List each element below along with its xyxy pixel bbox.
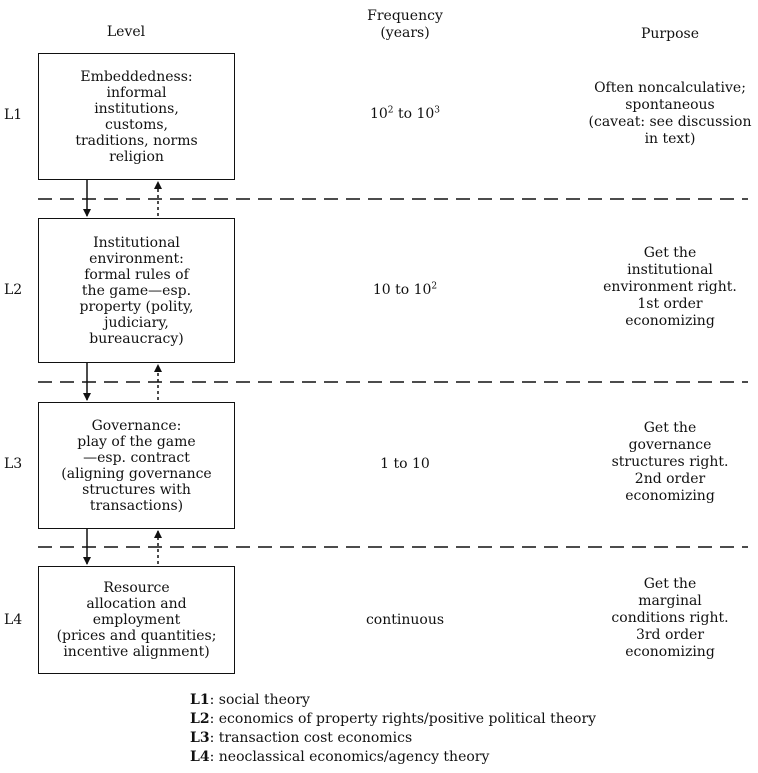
- header-frequency-line2: (years): [380, 25, 430, 41]
- level-label-l4: L4: [4, 612, 23, 628]
- frequency-l4: continuous: [365, 612, 445, 628]
- box-line: bureaucracy): [89, 330, 184, 347]
- box-line: customs,: [104, 116, 168, 133]
- box-line: Governance:: [91, 417, 182, 434]
- box-line: incentive alignment): [63, 644, 210, 660]
- box-line: Institutional: [93, 234, 180, 251]
- level-box-l3: Governance: play of the game —esp. contr…: [38, 402, 235, 529]
- box-line: formal rules of: [84, 266, 189, 283]
- box-line: transactions): [89, 497, 184, 514]
- legend-item: L4: neoclassical economics/agency theory: [190, 749, 490, 765]
- legend-item: L2: economics of property rights/positiv…: [190, 711, 597, 727]
- box-line: traditions, norms: [75, 132, 198, 149]
- level-box-l4: Resource allocation and employment (pric…: [38, 566, 235, 674]
- header-purpose: Purpose: [641, 26, 699, 42]
- frequency-l1: 102 to 103: [369, 105, 441, 122]
- level-box-l1: Embeddedness: informal institutions, cus…: [38, 53, 235, 180]
- box-line: judiciary,: [104, 314, 169, 331]
- purpose-l1: Often noncalculative; spontaneous (cavea…: [588, 80, 752, 147]
- purpose-l2: Get the institutional environment right.…: [603, 245, 737, 329]
- box-line: institutions,: [94, 100, 179, 117]
- box-line: property (polity,: [79, 298, 194, 315]
- header-frequency: Frequency (years): [355, 8, 455, 42]
- purpose-l3: Get the governance structures right. 2nd…: [611, 420, 729, 504]
- box-line: —esp. contract: [83, 449, 190, 466]
- level-box-l2: Institutional environment: formal rules …: [38, 218, 235, 363]
- frequency-l3: 1 to 10: [380, 456, 430, 472]
- legend-item: L3: transaction cost economics: [190, 730, 413, 746]
- box-line: allocation and: [86, 596, 187, 612]
- box-line: structures with: [82, 481, 191, 498]
- level-label-l3: L3: [4, 456, 23, 472]
- legend: L1: social theory L2: economics of prope…: [190, 691, 596, 767]
- legend-item: L1: social theory: [190, 692, 310, 708]
- level-label-l2: L2: [4, 282, 23, 298]
- box-line: Resource: [103, 580, 170, 596]
- box-line: (aligning governance: [61, 465, 212, 482]
- box-line: the game—esp.: [81, 282, 192, 299]
- level-label-l1: L1: [4, 107, 23, 123]
- box-line: play of the game: [77, 433, 196, 450]
- purpose-l4: Get the marginal conditions right. 3rd o…: [611, 576, 729, 660]
- box-line: employment: [92, 612, 181, 628]
- frequency-l2: 10 to 102: [372, 281, 438, 298]
- box-line: (prices and quantities;: [56, 628, 217, 644]
- box-line: Embeddedness:: [80, 68, 193, 85]
- box-line: informal: [106, 84, 167, 101]
- header-frequency-line1: Frequency: [367, 8, 443, 24]
- box-line: religion: [109, 148, 164, 165]
- box-line: environment:: [89, 250, 184, 267]
- header-level: Level: [106, 24, 146, 40]
